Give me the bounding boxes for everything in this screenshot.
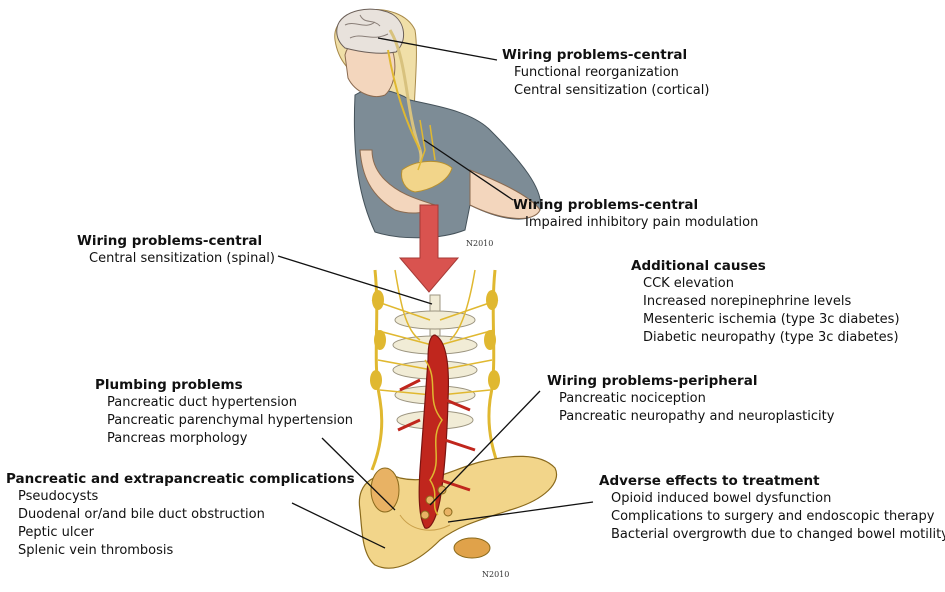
label-item: Complications to surgery and endoscopic … (611, 509, 935, 524)
label-item: Pancreatic neuropathy and neuroplasticit… (559, 409, 835, 424)
label-heading: Plumbing problems (95, 377, 243, 393)
woman-figure (334, 8, 542, 239)
label-heading: Wiring problems-central (502, 47, 688, 63)
artist-signature-bottom: N2010 (482, 570, 509, 579)
label-wiring-central-cortical: Wiring problems-central Functional reorg… (502, 46, 709, 100)
label-item: Impaired inhibitory pain modulation (525, 215, 759, 230)
label-item: Peptic ulcer (18, 525, 94, 540)
label-item: Pseudocysts (18, 489, 99, 504)
label-wiring-central-spinal: Wiring problems-central Central sensitiz… (77, 232, 275, 268)
label-additional-causes: Additional causes CCK elevation Increase… (631, 257, 900, 347)
label-heading: Pancreatic and extrapancreatic complicat… (6, 471, 355, 487)
label-heading: Adverse effects to treatment (599, 473, 820, 489)
label-heading: Wiring problems-central (513, 197, 699, 213)
label-adverse-effects: Adverse effects to treatment Opioid indu… (599, 472, 945, 544)
label-item: Functional reorganization (514, 65, 679, 80)
label-item: Duodenal or/and bile duct obstruction (18, 507, 265, 522)
artist-signature-top: N2010 (466, 239, 493, 248)
duodenum-right (453, 537, 491, 559)
label-item: CCK elevation (643, 276, 734, 291)
label-plumbing-problems: Plumbing problems Pancreatic duct hypert… (95, 376, 353, 448)
label-wiring-peripheral: Wiring problems-peripheral Pancreatic no… (547, 372, 834, 426)
label-item: Pancreatic duct hypertension (107, 395, 297, 410)
label-item: Splenic vein thrombosis (18, 543, 174, 558)
label-item: Central sensitization (spinal) (89, 251, 275, 266)
pancreas (358, 455, 558, 569)
label-item: Bacterial overgrowth due to changed bowe… (611, 527, 945, 542)
label-complications: Pancreatic and extrapancreatic complicat… (6, 470, 355, 560)
label-heading: Additional causes (631, 258, 766, 274)
label-item: Pancreatic nociception (559, 391, 706, 406)
label-item: Diabetic neuropathy (type 3c diabetes) (643, 330, 899, 345)
label-item: Pancreatic parenchymal hypertension (107, 413, 354, 428)
label-wiring-central-modulation: Wiring problems-central Impaired inhibit… (513, 196, 758, 232)
label-item: Increased norepinephrine levels (643, 294, 852, 309)
label-item: Central sensitization (cortical) (514, 83, 710, 98)
label-item: Mesenteric ischemia (type 3c diabetes) (643, 312, 900, 327)
duodenum-left (370, 467, 400, 513)
label-heading: Wiring problems-central (77, 233, 263, 249)
label-item: Opioid induced bowel dysfunction (611, 491, 832, 506)
leader-lines (277, 37, 594, 549)
progression-arrow (398, 204, 460, 293)
label-heading: Wiring problems-peripheral (547, 373, 758, 389)
label-item: Pancreas morphology (107, 431, 248, 446)
